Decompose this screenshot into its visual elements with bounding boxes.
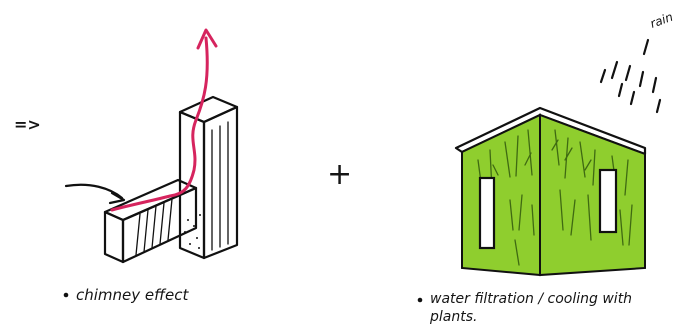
chimney-sketch: [66, 30, 237, 262]
arrow-mark: =>: [14, 115, 41, 134]
tower-hatching: [212, 122, 228, 250]
caption-chimney-effect: chimney effect: [76, 286, 189, 304]
left-window: [480, 178, 494, 248]
airflow-path: [112, 38, 207, 210]
caption-water-filtration: water filtration / cooling with: [430, 291, 632, 307]
rain-label: rain: [648, 10, 675, 31]
rain-drops: [601, 40, 660, 112]
caption-plants: plants.: [429, 309, 477, 325]
right-window: [600, 170, 616, 232]
low-block-front: [105, 212, 123, 262]
bullet-left: [64, 293, 69, 298]
inlet-arrow: [66, 185, 122, 198]
bullet-right: [418, 298, 423, 303]
green-wall-sketch: [456, 108, 645, 275]
plus-sign: +: [327, 157, 352, 192]
tower-top: [180, 97, 237, 122]
